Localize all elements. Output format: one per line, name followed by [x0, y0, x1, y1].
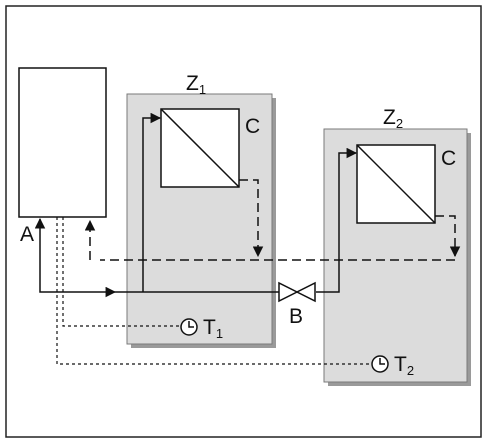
supply-pipe: [34, 112, 358, 298]
zone2-label: Z2: [383, 106, 403, 131]
valve-label: B: [289, 305, 303, 328]
clock-thermostat-icon: [180, 318, 198, 336]
diagonal-heat-exchanger-icon: [160, 108, 240, 188]
coil1-label: C: [245, 115, 260, 138]
bowtie-valve-icon: [278, 281, 316, 303]
thermostat-wiring: [56, 217, 370, 365]
outer-frame: [5, 5, 482, 438]
zone1-label: Z1: [186, 72, 206, 97]
return-pipe: [84, 179, 461, 261]
coil2-label: C: [441, 147, 456, 170]
clock-thermostat-icon: [371, 355, 389, 373]
boiler-unit: [18, 67, 107, 218]
thermostat1-label: T1: [203, 316, 223, 341]
thermostat2-label: T2: [394, 353, 414, 378]
supply-label: A: [20, 223, 34, 246]
diagonal-heat-exchanger-icon: [356, 144, 436, 224]
